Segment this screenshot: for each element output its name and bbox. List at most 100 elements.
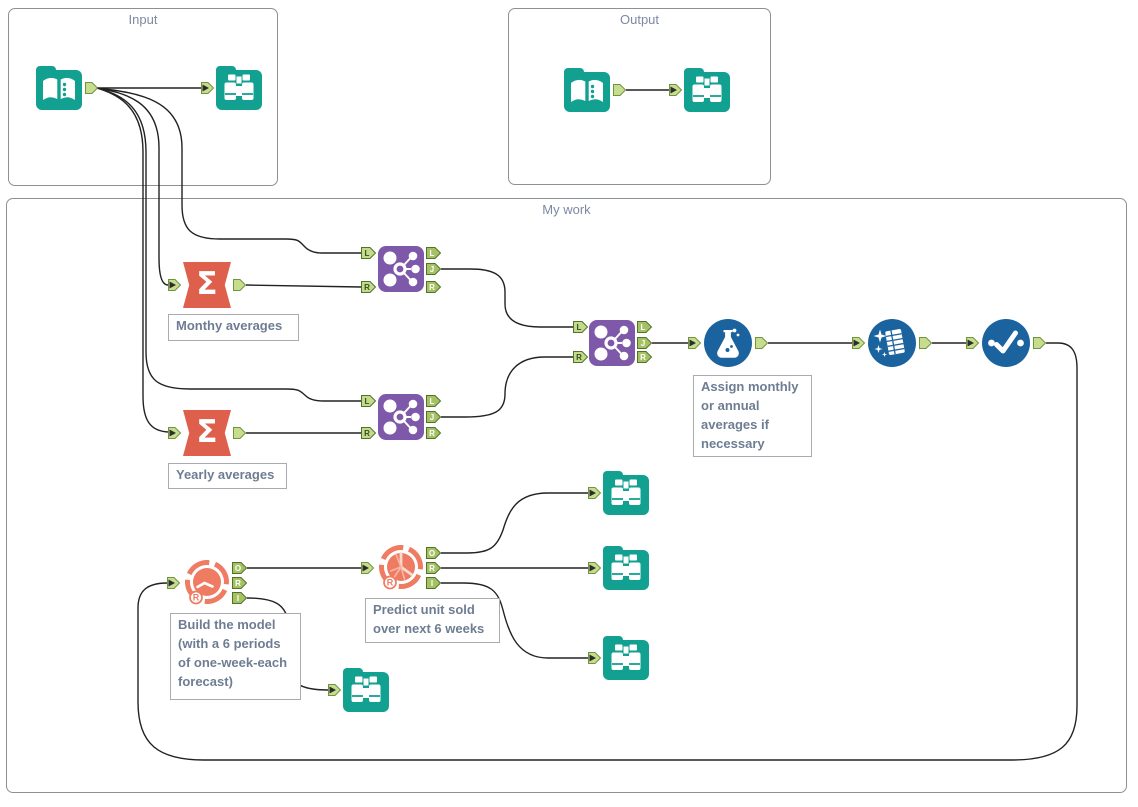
svg-text:R: R xyxy=(640,353,646,362)
connection-wire[interactable] xyxy=(441,492,588,554)
output-anchor[interactable] xyxy=(613,84,627,96)
input-anchor[interactable] xyxy=(328,684,342,696)
join-tool-3[interactable] xyxy=(588,319,636,372)
binoculars-icon xyxy=(684,68,730,112)
ts-forecast-tool[interactable]: R xyxy=(377,544,425,597)
input-anchor[interactable] xyxy=(167,577,181,589)
join-output-anchor-left[interactable]: L xyxy=(637,321,653,333)
browse-tool[interactable] xyxy=(215,64,263,117)
data-cleansing-tool[interactable] xyxy=(867,318,917,373)
model-output-anchor-report[interactable]: R xyxy=(232,577,248,589)
input-anchor[interactable] xyxy=(688,337,702,349)
input-data-tool[interactable] xyxy=(563,66,611,119)
connection-wire[interactable] xyxy=(137,342,1078,761)
join-input-anchor-right[interactable]: R xyxy=(361,281,377,293)
join-tool-1[interactable] xyxy=(377,245,425,298)
browse-tool[interactable] xyxy=(602,469,650,522)
summarize-tool-yearly[interactable]: Σ xyxy=(183,410,231,456)
join-input-anchor-left[interactable]: L xyxy=(361,395,377,407)
trend-gauge-icon: R xyxy=(185,560,229,605)
connection-wire[interactable] xyxy=(96,87,362,402)
input-anchor[interactable] xyxy=(168,279,182,291)
browse-tool[interactable] xyxy=(602,544,650,597)
join-input-anchor-left[interactable]: L xyxy=(361,247,377,259)
output-anchor[interactable] xyxy=(919,337,933,349)
connection-wire[interactable] xyxy=(96,87,169,286)
join-input-anchor-right[interactable]: R xyxy=(361,427,377,439)
input-data-tool[interactable] xyxy=(35,64,83,117)
input-anchor[interactable] xyxy=(168,427,182,439)
model-output-anchor-object[interactable]: O xyxy=(232,562,248,574)
connection-wire[interactable] xyxy=(245,284,362,288)
svg-text:R: R xyxy=(429,564,435,573)
output-anchor[interactable] xyxy=(1033,337,1047,349)
comment-build-model[interactable]: Build the model (with a 6 periods of one… xyxy=(170,613,301,700)
r-logo-badge: R xyxy=(193,593,200,603)
output-anchor[interactable] xyxy=(85,82,99,94)
input-anchor[interactable] xyxy=(588,652,602,664)
forecast-output-anchor-interactive[interactable]: I xyxy=(426,577,442,589)
formula-tool[interactable] xyxy=(703,318,753,373)
output-anchor[interactable] xyxy=(233,279,247,291)
join-output-anchor-right[interactable]: R xyxy=(426,427,442,439)
container-my-work-label: My work xyxy=(542,202,591,217)
select-tool[interactable] xyxy=(981,318,1031,373)
input-anchor[interactable] xyxy=(588,487,602,499)
r-logo-badge: R xyxy=(387,578,394,588)
connection-wire[interactable] xyxy=(441,582,588,659)
hub-spoke-icon xyxy=(378,394,424,440)
input-anchor[interactable] xyxy=(852,337,866,349)
comment-yearly-averages[interactable]: Yearly averages xyxy=(168,463,287,489)
connection-wire[interactable] xyxy=(441,268,577,328)
svg-text:L: L xyxy=(577,323,582,332)
svg-text:L: L xyxy=(365,249,370,258)
binoculars-icon xyxy=(603,471,649,515)
input-anchor[interactable] xyxy=(201,82,215,94)
comment-predict-units[interactable]: Predict unit sold over next 6 weeks xyxy=(365,598,500,643)
output-anchor[interactable] xyxy=(233,427,247,439)
join-output-anchor-join[interactable]: J xyxy=(426,263,442,275)
hub-spoke-icon xyxy=(378,246,424,292)
input-anchor[interactable] xyxy=(361,562,375,574)
input-anchor[interactable] xyxy=(966,337,980,349)
input-anchor[interactable] xyxy=(669,84,683,96)
checkmark-icon xyxy=(982,319,1030,367)
forecast-output-anchor-object[interactable]: O xyxy=(426,547,442,559)
join-output-anchor-right[interactable]: R xyxy=(637,351,653,363)
container-output-label: Output xyxy=(619,12,660,27)
sigma-icon: Σ xyxy=(196,413,218,450)
join-output-anchor-join[interactable]: J xyxy=(637,337,653,349)
join-tool-2[interactable] xyxy=(377,393,425,446)
svg-text:O: O xyxy=(429,549,435,558)
svg-text:L: L xyxy=(365,397,370,406)
open-book-icon xyxy=(564,68,610,112)
forecast-output-anchor-report[interactable]: R xyxy=(426,562,442,574)
sparkle-table-icon xyxy=(868,319,916,367)
connection-wire[interactable] xyxy=(96,87,169,433)
join-input-anchor-right[interactable]: R xyxy=(573,351,589,363)
join-input-anchor-left[interactable]: L xyxy=(573,321,589,333)
join-output-anchor-right[interactable]: R xyxy=(426,281,442,293)
join-output-anchor-left[interactable]: L xyxy=(426,395,442,407)
connection-wire[interactable] xyxy=(441,356,577,418)
browse-tool[interactable] xyxy=(683,66,731,119)
comment-assign-averages[interactable]: Assign monthly or annual averages if nec… xyxy=(693,375,812,457)
join-output-anchor-left[interactable]: L xyxy=(426,247,442,259)
svg-text:O: O xyxy=(235,564,241,573)
container-input-label: Input xyxy=(128,12,158,27)
connection-wire[interactable] xyxy=(96,87,362,254)
join-output-anchor-join[interactable]: J xyxy=(426,411,442,423)
browse-tool[interactable] xyxy=(602,634,650,687)
browse-tool[interactable] xyxy=(342,666,390,719)
ts-model-tool[interactable]: R xyxy=(183,559,231,612)
svg-text:J: J xyxy=(430,413,434,422)
output-anchor[interactable] xyxy=(755,337,769,349)
comment-monthly-averages[interactable]: Monthy averages xyxy=(168,314,299,341)
summarize-tool-monthly[interactable]: Σ xyxy=(183,262,231,308)
model-output-anchor-interactive[interactable]: I xyxy=(232,592,248,604)
svg-text:L: L xyxy=(430,397,435,406)
input-anchor[interactable] xyxy=(588,562,602,574)
binoculars-icon xyxy=(603,546,649,590)
svg-text:R: R xyxy=(364,283,370,292)
